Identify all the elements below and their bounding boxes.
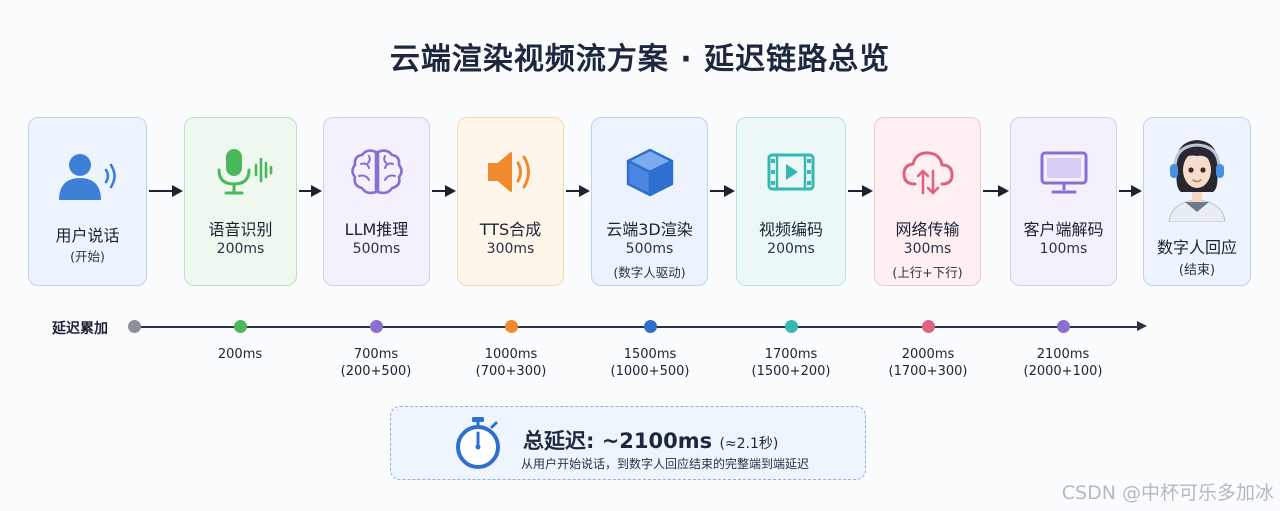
timeline-dot-encode xyxy=(784,320,798,333)
timeline-dot-decode xyxy=(1056,320,1070,333)
flow-arrow xyxy=(299,185,322,197)
cumulative-value: 1700ms xyxy=(764,347,818,362)
timeline-dot-start xyxy=(127,320,141,333)
flow-arrow xyxy=(149,185,183,197)
stage-name: TTS合成 xyxy=(479,220,542,239)
cumulative-value: 2000ms xyxy=(901,347,955,362)
stage-card-digital-human: 数字人回应 (结束) xyxy=(1143,117,1251,286)
total-latency-summary: 总延迟: ~2100ms (≈2.1秒) 从用户开始说话，到数字人回应结束的完整… xyxy=(390,406,866,480)
flow-arrow xyxy=(848,185,873,197)
timeline-arrowhead xyxy=(1137,321,1147,331)
flow-arrow xyxy=(1119,185,1142,197)
cumulative-formula: (1000+500) xyxy=(610,364,690,379)
cloud-transfer-icon xyxy=(875,146,980,198)
stage-note: (数字人驱动) xyxy=(613,265,686,280)
stage-note: (结束) xyxy=(1178,263,1216,278)
flow-arrow xyxy=(983,185,1009,197)
timeline-cumulative: 700ms (200+500) xyxy=(311,346,441,380)
watermark: CSDN @中杯可乐多加冰 xyxy=(1061,482,1274,504)
speaker-icon xyxy=(458,146,563,198)
cumulative-value: 700ms xyxy=(353,347,399,362)
cumulative-value: 1000ms xyxy=(484,347,538,362)
stage-name: 云端3D渲染 xyxy=(606,220,693,239)
stage-card-asr: 语音识别 200ms xyxy=(184,117,297,286)
stage-card-user-speaking: 用户说话 (开始) xyxy=(28,117,147,286)
stage-duration: 500ms xyxy=(625,241,674,257)
microphone-icon xyxy=(185,146,296,198)
stopwatch-icon xyxy=(453,415,503,475)
cumulative-value: 1500ms xyxy=(623,347,677,362)
total-latency-value: 总延迟: ~2100ms xyxy=(523,429,713,453)
user-speaking-icon xyxy=(29,152,146,204)
timeline-axis xyxy=(134,326,1139,328)
timeline-cumulative: 2100ms (2000+100) xyxy=(998,346,1128,380)
digital-human-avatar xyxy=(1144,130,1250,222)
stage-card-client-decode: 客户端解码 100ms xyxy=(1010,117,1117,286)
stage-card-video-encode: 视频编码 200ms xyxy=(736,117,846,286)
timeline-cumulative: 2000ms (1700+300) xyxy=(863,346,993,380)
stage-note: (开始) xyxy=(70,249,105,264)
stage-name: 用户说话 xyxy=(55,226,120,245)
total-latency-description: 从用户开始说话，到数字人回应结束的完整端到端延迟 xyxy=(521,457,810,471)
timeline-dot-tts xyxy=(504,320,518,333)
stage-duration: 200ms xyxy=(216,241,265,257)
brain-icon xyxy=(324,146,429,198)
cube-icon xyxy=(592,146,707,198)
cumulative-formula: (200+500) xyxy=(340,364,412,379)
total-latency-note: (≈2.1秒) xyxy=(719,436,779,452)
stage-name: LLM推理 xyxy=(344,220,409,239)
timeline-cumulative: 1000ms (700+300) xyxy=(446,346,576,380)
flow-arrow xyxy=(566,185,590,197)
flow-arrow xyxy=(432,185,456,197)
cumulative-formula: (1500+200) xyxy=(751,364,831,379)
cumulative-formula: (700+300) xyxy=(475,364,547,379)
flow-arrow xyxy=(710,185,735,197)
cumulative-value: 2100ms xyxy=(1036,347,1090,362)
stage-duration: 300ms xyxy=(903,241,952,257)
cumulative-formula: (2000+100) xyxy=(1023,364,1103,379)
stage-name: 语音识别 xyxy=(208,220,273,239)
stage-duration: 500ms xyxy=(352,241,401,257)
stage-note: (上行+下行) xyxy=(892,265,963,280)
stage-duration: 100ms xyxy=(1039,241,1088,257)
timeline-dot-render xyxy=(643,320,657,333)
timeline-label: 延迟累加 xyxy=(52,321,108,337)
stage-name: 视频编码 xyxy=(758,220,823,239)
timeline-cumulative: 1500ms (1000+500) xyxy=(585,346,715,380)
stage-card-llm: LLM推理 500ms xyxy=(323,117,430,286)
film-icon xyxy=(737,146,845,198)
timeline-cumulative: 1700ms (1500+200) xyxy=(726,346,856,380)
stage-name: 数字人回应 xyxy=(1156,238,1237,257)
timeline-dot-asr xyxy=(233,320,247,333)
cumulative-formula: (1700+300) xyxy=(888,364,968,379)
total-latency-title: 总延迟: ~2100ms (≈2.1秒) xyxy=(523,425,778,455)
cumulative-value: 200ms xyxy=(217,347,263,362)
stage-name: 客户端解码 xyxy=(1023,220,1104,239)
stage-name: 网络传输 xyxy=(895,220,960,239)
stage-card-network: 网络传输 300ms (上行+下行) xyxy=(874,117,981,286)
stage-duration: 300ms xyxy=(486,241,535,257)
timeline-dot-network xyxy=(921,320,935,333)
stage-card-tts: TTS合成 300ms xyxy=(457,117,564,286)
page-title: 云端渲染视频流方案 · 延迟链路总览 xyxy=(389,42,891,77)
stage-card-cloud-render: 云端3D渲染 500ms (数字人驱动) xyxy=(591,117,708,286)
monitor-icon xyxy=(1011,146,1116,198)
stage-duration: 200ms xyxy=(767,241,815,257)
timeline-cumulative: 200ms xyxy=(175,346,305,363)
timeline-dot-llm xyxy=(369,320,383,333)
